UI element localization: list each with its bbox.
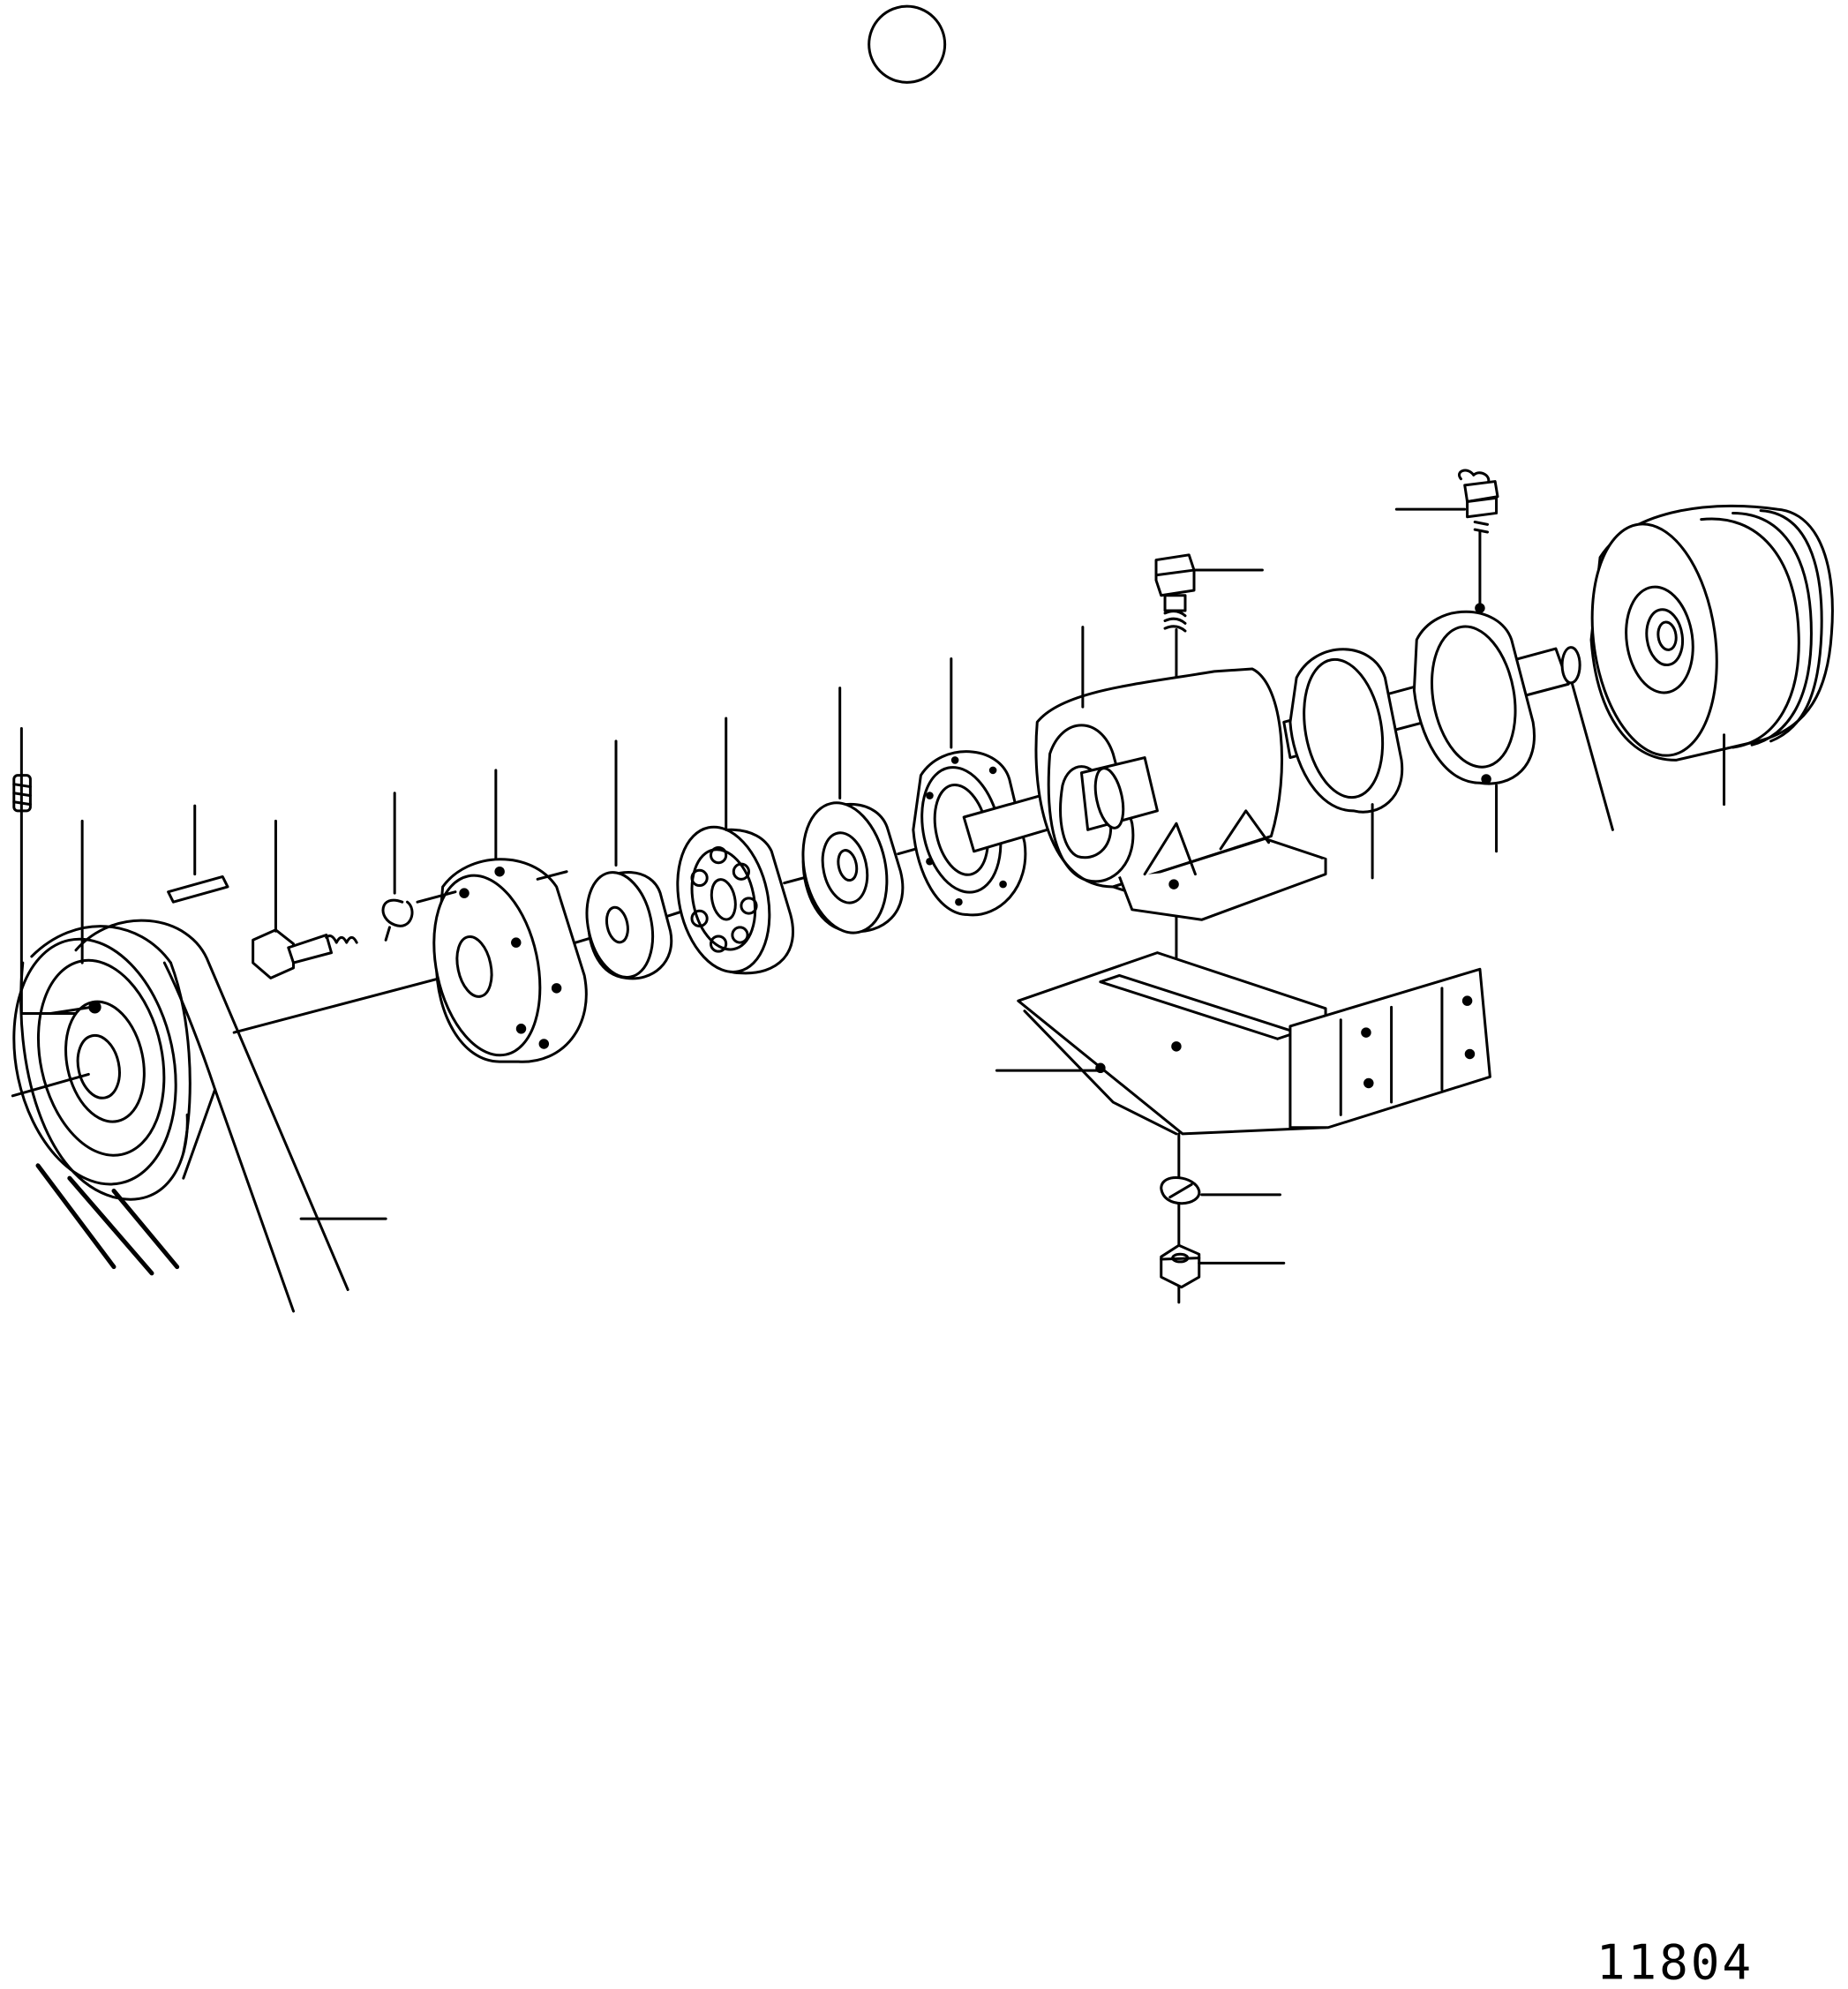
- mounting-bolt: [1156, 555, 1262, 631]
- gasket-right: [1290, 649, 1402, 878]
- drive-pulley: [0, 924, 198, 1199]
- end-hub: [417, 770, 586, 1065]
- hex-nut: [1161, 1245, 1284, 1287]
- figure-reference-number: 11804: [1596, 1933, 1754, 1989]
- key: [169, 806, 228, 902]
- ball-bearing: [665, 718, 793, 980]
- spacer-ring: [578, 741, 672, 984]
- circlip: [383, 793, 412, 941]
- driven-pulley: [1578, 506, 1832, 804]
- v-belt: [38, 920, 348, 1311]
- mounting-bracket: [996, 953, 1490, 1134]
- view-marker-circle: [869, 6, 945, 82]
- lock-washer: [1161, 1178, 1281, 1204]
- bearing-housing: [964, 627, 1326, 920]
- grease-nipple: [1396, 470, 1498, 532]
- seal-washer: [792, 688, 903, 941]
- cover-flange-left: [911, 659, 1025, 915]
- bolt-with-washer: [253, 821, 357, 978]
- set-screw-left: [14, 729, 76, 1014]
- cover-flange-right: [1414, 603, 1534, 851]
